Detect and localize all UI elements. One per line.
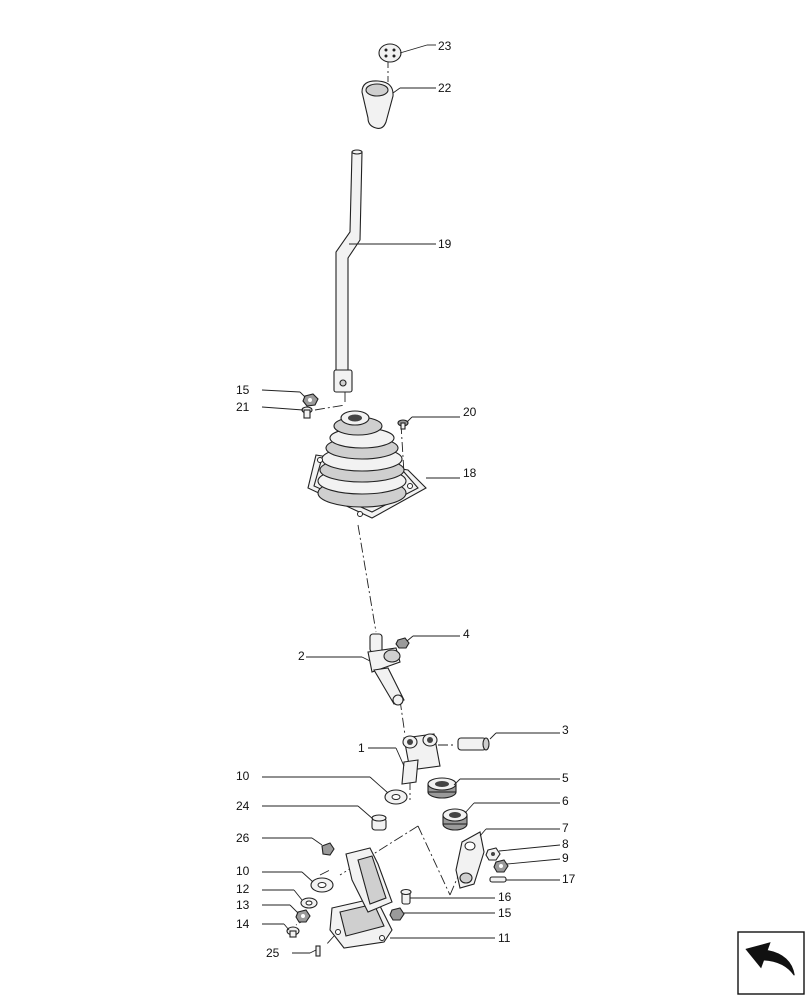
part-26-grease-fitting (321, 842, 335, 856)
part-10-washer-top (384, 789, 408, 805)
part-25-pin (315, 945, 321, 957)
callout-24: 24 (236, 799, 250, 813)
part-13-nut (295, 909, 311, 923)
callout-8: 8 (562, 837, 569, 851)
callout-9: 9 (562, 851, 569, 865)
leader-lines (261, 44, 561, 954)
callout-21: 21 (236, 400, 250, 414)
part-23-knob-cap (378, 43, 402, 63)
part-17-roll-pin (489, 876, 507, 883)
callout-23: 23 (438, 39, 452, 53)
callout-19: 19 (438, 237, 452, 251)
callout-12: 12 (236, 882, 250, 896)
callout-16: 16 (498, 890, 512, 904)
callout-2: 2 (298, 649, 305, 663)
part-10-washer-bottom (310, 877, 334, 893)
part-5-bushing (427, 777, 457, 799)
callout-11: 11 (498, 931, 511, 945)
callout-15-bottom: 15 (498, 906, 512, 920)
callout-26: 26 (236, 831, 250, 845)
callout-labels: 23 22 19 15 21 20 18 4 2 3 1 10 5 6 24 2… (236, 39, 576, 960)
callout-14: 14 (236, 917, 250, 931)
part-21-screw (301, 406, 313, 419)
part-19-lever-rod (333, 149, 363, 393)
part-18-boot (307, 410, 427, 519)
part-1-clevis (401, 733, 441, 785)
callout-6: 6 (562, 794, 569, 808)
callout-7: 7 (562, 821, 569, 835)
part-14-bolt (286, 926, 300, 938)
part-15-nut-top (302, 393, 319, 407)
part-15-nut-bottom (389, 907, 405, 921)
part-4-set-screw (395, 637, 410, 649)
part-8-nut (485, 847, 501, 861)
part-2-lever-joint (367, 633, 405, 706)
callout-5: 5 (562, 771, 569, 785)
callout-10-top: 10 (236, 769, 250, 783)
callout-15-top: 15 (236, 383, 250, 397)
part-24-spacer (371, 814, 387, 831)
part-9-nut (493, 859, 509, 873)
callout-18: 18 (463, 466, 477, 480)
callout-3: 3 (562, 723, 569, 737)
callout-13: 13 (236, 898, 250, 912)
callout-10-bottom: 10 (236, 864, 250, 878)
part-16-bolt (400, 888, 412, 905)
callout-20: 20 (463, 405, 477, 419)
callout-1: 1 (358, 741, 365, 755)
part-22-knob (361, 80, 394, 129)
callout-17: 17 (562, 872, 576, 886)
return-arrow-icon[interactable] (737, 931, 805, 995)
callout-25: 25 (266, 946, 280, 960)
part-12-washer (300, 897, 318, 909)
part-3-pin (457, 737, 490, 751)
part-20-screw (397, 419, 409, 430)
part-7-yoke (455, 831, 485, 889)
callout-22: 22 (438, 81, 452, 95)
part-11-base-bracket (329, 847, 393, 949)
part-6-bushing (442, 808, 468, 831)
callout-4: 4 (463, 627, 470, 641)
